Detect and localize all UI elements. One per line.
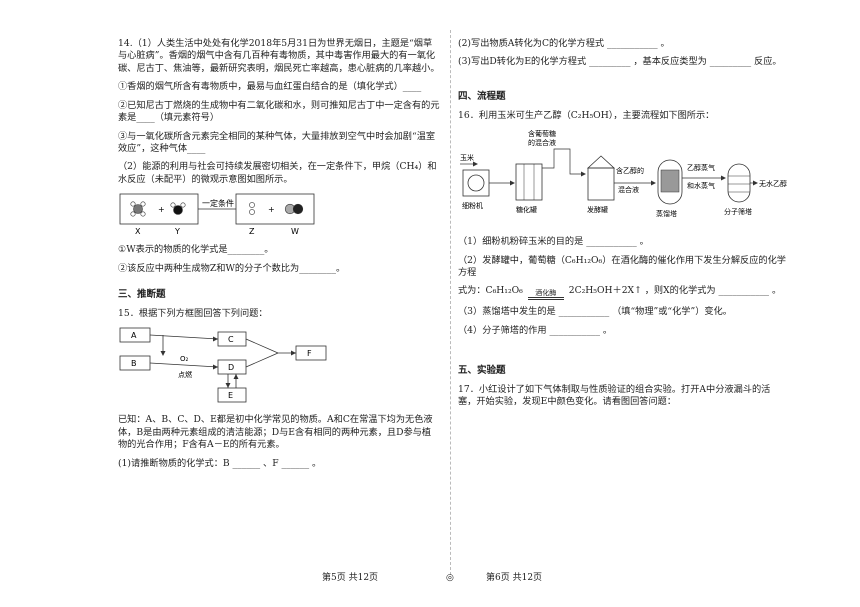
q16-prompt: 16．利用玉米可生产乙醇（C₂H₅OH），主要流程如下图所示： xyxy=(458,109,715,121)
condition-label: 一定条件 xyxy=(202,198,234,208)
q15-prompt: 15．根据下列方框图回答下列问题： xyxy=(118,307,268,319)
q16-equation: 式为：C₆H₁₂O₆ 酒化酶 2C₂H₅OH＋2X↑ ，则X的化学式为 ____… xyxy=(458,285,788,301)
product-label: 无水乙醇 xyxy=(759,179,787,188)
inference-box-diagram: A B C D E F O₂ 点燃 xyxy=(119,327,327,403)
q14-sub-2: ②该反应中两种生成物Z和W的分子个数比为________。 xyxy=(118,262,346,274)
q16-eq-prefix: 式为：C₆H₁₂O₆ xyxy=(458,285,523,297)
label-z: Z xyxy=(249,227,255,236)
sieve-label: 分子筛塔 xyxy=(724,207,752,216)
q17-prompt: 17．小红设计了如下气体制取与性质验证的组合实验。打开A中分液漏斗的活塞，开始实… xyxy=(458,384,771,408)
q14-intro: 14.（1）人类生活中处处有化学2018年5月31日为世界无烟日，主题是“烟草与… xyxy=(118,38,440,74)
reaction-micro-diagram: + 一定条件 + X Y Z W xyxy=(119,193,315,236)
section-4-heading: 四、流程题 xyxy=(458,90,506,102)
q14-part-2: （2）能源的利用与社会可持续发展密切相关，在一定条件下，甲烷（CH₄）和水反应（… xyxy=(118,161,437,185)
box-a-label: A xyxy=(131,331,137,340)
label-y: Y xyxy=(174,227,180,236)
ferment-label: 发酵罐 xyxy=(587,205,608,214)
q16-eq-catalyst: 酒化酶 xyxy=(535,289,557,298)
q14-item-3: ③与一氧化碳所含元素完全相同的某种气体，大量排放到空气中时会加剧“温室效应”，这… xyxy=(118,130,436,154)
q15-sub-1: (1)请推断物质的化学式：B ______ 、F ______ 。 xyxy=(118,457,322,469)
q16-eq-products: 2C₂H₅OH＋2X↑ xyxy=(568,285,642,297)
footer-center-mark: ◎ xyxy=(446,573,454,583)
glucose-mix-label-1: 含葡萄糖 xyxy=(528,129,556,138)
box-e-label: E xyxy=(228,391,233,400)
ethanol-mix-label-1: 含乙醇的 xyxy=(616,166,644,175)
footer-left-page-number: 第5页 共12页 xyxy=(322,573,379,583)
box-f-label: F xyxy=(307,349,312,358)
corn-label: 玉米 xyxy=(460,153,474,162)
q15-sub-3: (3)写出D转化为E的化学方程式 _________ ，基本反应类型为 ____… xyxy=(458,56,782,68)
plus-sign-2: + xyxy=(268,205,275,214)
saccharify-label: 糖化罐 xyxy=(516,205,537,214)
page-divider xyxy=(450,30,451,575)
vapor-label-1: 乙醇蒸气 xyxy=(687,163,715,172)
plus-sign-1: + xyxy=(158,205,165,214)
q16-eq-arrow: 酒化酶 xyxy=(527,289,564,301)
q16-sub-1: （1）细粉机粉碎玉米的目的是 ___________ 。 xyxy=(458,236,649,248)
left-page: 14.（1）人类生活中处处有化学2018年5月31日为世界无烟日，主题是“烟草与… xyxy=(118,38,440,476)
section-5-heading: 五、实验题 xyxy=(458,365,506,377)
q14-item-1: ①香烟的烟气所含有毒物质中，最易与血红蛋白结合的是（填化学式）____ xyxy=(118,81,422,93)
ethanol-mix-label-2: 混合液 xyxy=(618,185,639,194)
label-x: X xyxy=(135,227,141,236)
footer-right-page-number: 第6页 共12页 xyxy=(486,573,543,583)
section-3-heading: 三、推断题 xyxy=(118,289,166,301)
vapor-label-2: 和水蒸气 xyxy=(687,181,715,190)
q15-known: 已知：A、B、C、D、E都是初中化学常见的物质。A和C在常温下均为无色液体，B是… xyxy=(118,414,433,451)
ethanol-process-flowchart: 玉米 细粉机 糖化罐 含葡萄糖 的混合液 发酵罐 含乙醇的 混合液 蒸馏塔 乙醇… xyxy=(460,129,787,218)
q16-sub-3: （3）蒸馏塔中发生的是 ___________ （填“物理”或“化学”）变化。 xyxy=(458,306,732,318)
q14-sub-1: ①W表示的物质的化学式是________。 xyxy=(118,244,274,256)
glucose-mix-label-2: 的混合液 xyxy=(528,138,556,147)
mill-label: 细粉机 xyxy=(462,201,483,210)
right-page: (2)写出物质A转化为C的化学方程式 ___________ 。 (3)写出D转… xyxy=(458,38,788,415)
condition-o2: O₂ xyxy=(180,355,189,363)
label-w: W xyxy=(291,227,299,236)
box-c-label: C xyxy=(228,335,234,344)
distill-label: 蒸馏塔 xyxy=(656,209,677,218)
box-b-label: B xyxy=(131,359,137,368)
box-d-label: D xyxy=(228,363,234,372)
condition-ignite: 点燃 xyxy=(178,370,192,379)
q16-sub-4: （4）分子筛塔的作用 ___________ 。 xyxy=(458,324,613,336)
q15-sub-2: (2)写出物质A转化为C的化学方程式 ___________ 。 xyxy=(458,38,670,49)
q16-eq-suffix: ，则X的化学式为 ___________ 。 xyxy=(644,285,782,297)
q14-item-2: ②已知尼古丁燃烧的生成物中有二氧化碳和水，则可推知尼古丁中一定含有的元素是___… xyxy=(118,99,440,124)
q16-sub-2: （2）发酵罐中，葡萄糖（C₆H₁₂O₆）在酒化酶的催化作用下发生分解反应的化学方… xyxy=(458,254,786,278)
